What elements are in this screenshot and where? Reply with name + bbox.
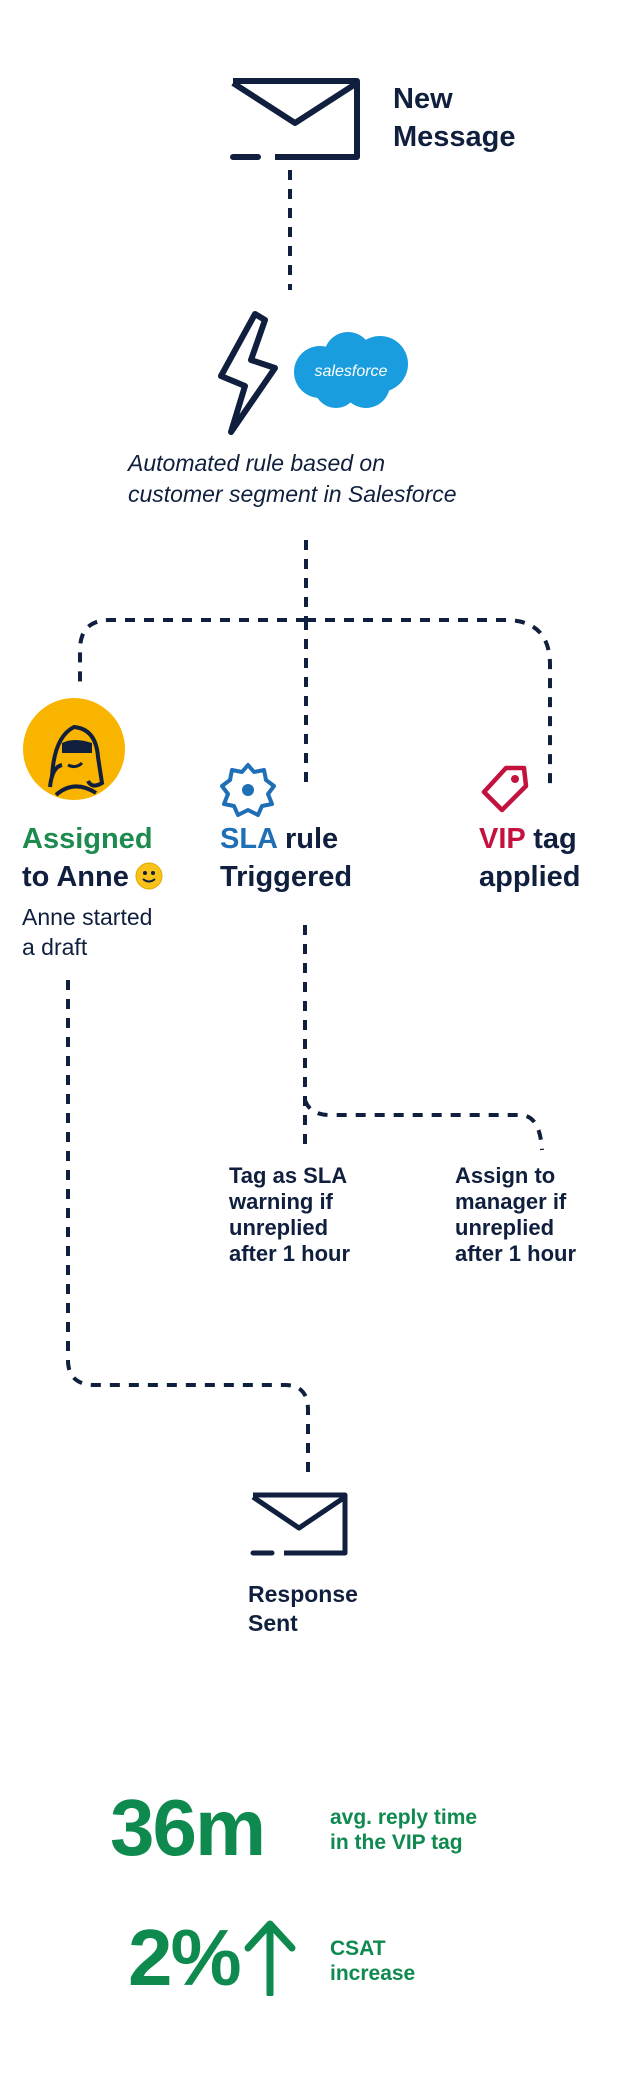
connector-branch-right (306, 618, 552, 790)
stat-reply-time-label: avg. reply time in the VIP tag (330, 1805, 477, 1855)
assigned-to-anne: to Anne (22, 861, 129, 893)
sla-action-tag-warning: Tag as SLA warning if unreplied after 1 … (229, 1163, 350, 1267)
stat-csat-value: 2% (128, 1913, 242, 2002)
stat-reply-time-value: 36m (110, 1783, 266, 1872)
gear-icon (220, 763, 276, 817)
anne-draft-line2: a draft (22, 934, 88, 960)
arrow-up-icon (244, 1920, 296, 1996)
vip-word: VIP (479, 823, 526, 855)
stat-csat-label: CSAT increase (330, 1936, 415, 1986)
rule-caption-line1: Automated rule based on (128, 450, 386, 476)
response-sent-label: Response Sent (248, 1580, 358, 1638)
sla-action-1-line3: unreplied (229, 1215, 329, 1240)
stat-csat-line1: CSAT (330, 1937, 386, 1960)
connector-anne-to-response (66, 980, 310, 1478)
new-message-line1: New (393, 83, 453, 115)
stat-reply-time-line1: avg. reply time (330, 1806, 478, 1829)
envelope-icon (230, 78, 360, 160)
sla-word: SLA (220, 823, 277, 855)
sla-action-1-line4: after 1 hour (229, 1241, 351, 1266)
smiley-icon (135, 862, 163, 890)
assigned-block: Assigned to Anne (22, 820, 163, 896)
anne-draft-line1: Anne started (22, 904, 153, 930)
connector-branch-left (78, 618, 306, 690)
vip-block: VIP tag applied (479, 820, 581, 896)
lightning-icon (218, 311, 278, 435)
stat-reply-time-line2: in the VIP tag (330, 1831, 463, 1854)
response-line2: Sent (248, 1610, 298, 1636)
vip-applied: applied (479, 861, 581, 893)
rule-caption-line2: customer segment in Salesforce (128, 481, 457, 507)
salesforce-logo: salesforce (294, 332, 408, 408)
salesforce-logo-text: salesforce (315, 363, 388, 380)
sla-block: SLA rule Triggered (220, 820, 352, 896)
vip-tag-word: tag (525, 823, 577, 855)
anne-avatar (23, 698, 125, 800)
sla-action-2-line3: unreplied (455, 1215, 555, 1240)
sla-triggered: Triggered (220, 861, 353, 893)
sla-action-2-line1: Assign to (455, 1163, 556, 1188)
connector-sla-to-manager (303, 1099, 544, 1151)
new-message-label: New Message (393, 80, 516, 156)
sla-action-2-line4: after 1 hour (455, 1241, 577, 1266)
response-envelope-icon (250, 1492, 348, 1556)
new-message-line2: Message (393, 121, 516, 153)
response-line1: Response (248, 1581, 358, 1607)
sla-action-1-line1: Tag as SLA (229, 1163, 348, 1188)
sla-action-1-line2: warning if (229, 1189, 333, 1214)
sla-rule-word: rule (276, 823, 339, 855)
anne-draft-note: Anne started a draft (22, 902, 152, 962)
sla-action-assign-manager: Assign to manager if unreplied after 1 h… (455, 1163, 576, 1267)
stat-csat-line2: increase (330, 1962, 416, 1985)
tag-icon (481, 765, 529, 813)
rule-caption: Automated rule based on customer segment… (128, 448, 457, 510)
sla-action-2-line2: manager if (455, 1189, 567, 1214)
assigned-word: Assigned (22, 823, 153, 855)
